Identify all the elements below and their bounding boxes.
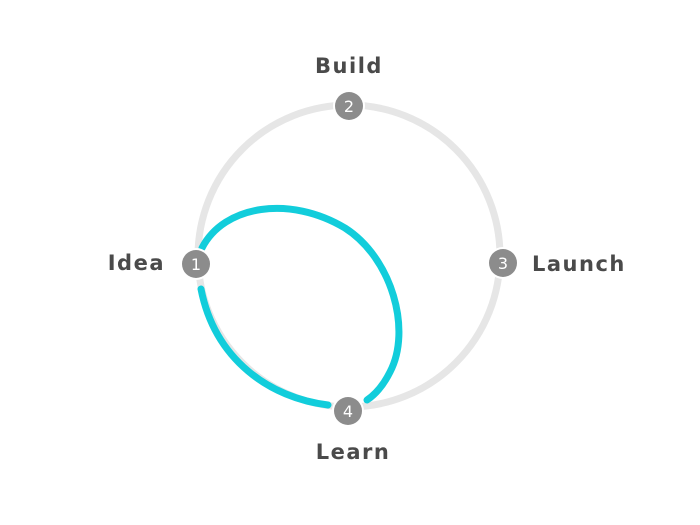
- step-node-build: 2: [333, 90, 365, 122]
- step-label-build: Build: [315, 54, 383, 78]
- step-label-idea: Idea: [107, 251, 165, 275]
- cycle-ring: [194, 101, 504, 411]
- step-node-idea: 1: [180, 248, 212, 280]
- step-number-build: 2: [344, 97, 354, 116]
- step-node-learn: 4: [332, 395, 364, 427]
- step-number-launch: 3: [498, 254, 508, 273]
- feedback-loop-path: [197, 204, 403, 409]
- step-number-idea: 1: [191, 255, 201, 274]
- step-number-learn: 4: [343, 402, 353, 421]
- step-label-launch: Launch: [532, 252, 626, 276]
- step-node-launch: 3: [487, 247, 519, 279]
- step-label-learn: Learn: [315, 440, 391, 464]
